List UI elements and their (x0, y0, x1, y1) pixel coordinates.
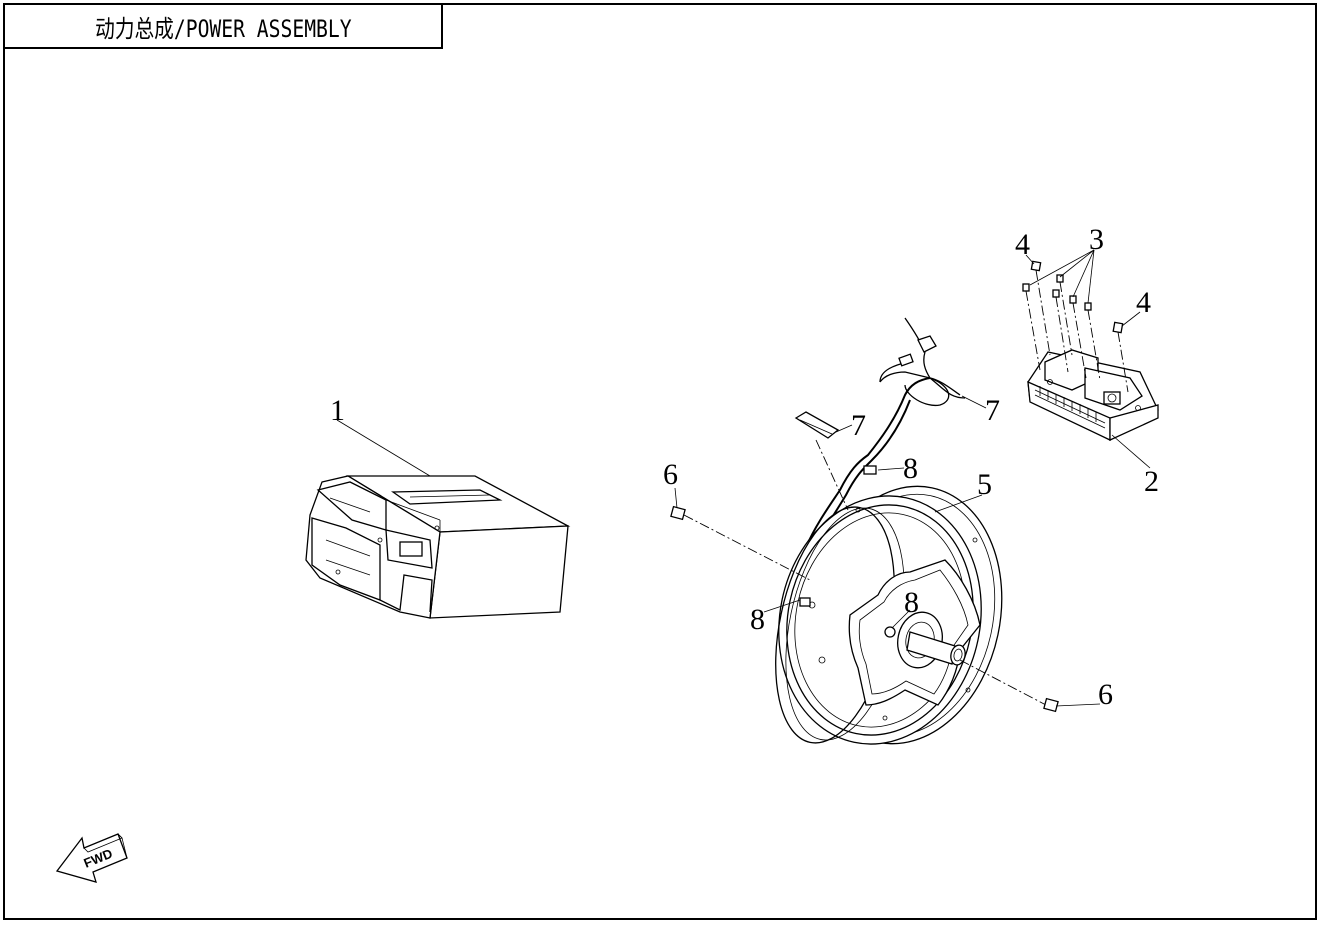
callout-1: 1 (330, 394, 345, 427)
battery-part (305, 475, 571, 619)
callout-4-left: 4 (1015, 228, 1030, 261)
callout-8-top: 8 (903, 452, 918, 485)
page-title: 动力总成/POWER ASSEMBLY (94, 14, 352, 43)
callout-8-left: 8 (750, 603, 765, 636)
forward-direction-arrow: FWD (55, 833, 128, 883)
title-block: 动力总成/POWER ASSEMBLY (3, 3, 443, 49)
callout-3: 3 (1089, 223, 1104, 256)
callout-7-left: 7 (851, 409, 866, 442)
callout-5: 5 (977, 468, 992, 501)
callout-6-left: 6 (663, 458, 678, 491)
controller-part (1027, 349, 1159, 442)
callout-7-right: 7 (985, 394, 1000, 427)
wheel-hub-motor-part (775, 465, 1003, 745)
axle-nuts (670, 439, 1101, 713)
callout-6-right: 6 (1098, 678, 1113, 711)
callout-8-middle: 8 (904, 586, 919, 619)
callout-4-right: 4 (1136, 286, 1151, 319)
controller-screws (1022, 249, 1141, 393)
callout-2: 2 (1144, 465, 1159, 498)
drawing-frame (3, 3, 1317, 920)
leader-lines (336, 395, 1151, 629)
